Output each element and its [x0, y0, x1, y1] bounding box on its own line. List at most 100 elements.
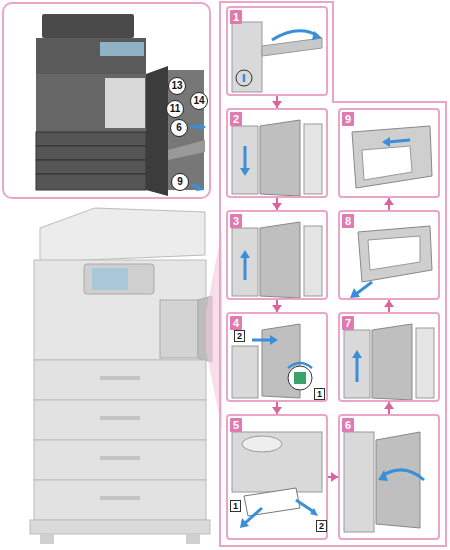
inset-tray — [36, 160, 146, 174]
drawer-handle — [100, 416, 140, 420]
inset-panel — [100, 42, 144, 56]
inset-bypass-tray — [168, 140, 205, 160]
knob-zoom — [288, 366, 312, 390]
steps-frame — [220, 2, 446, 546]
paper-stack — [362, 146, 412, 180]
step-number: 9 — [342, 112, 354, 126]
blue-arrow — [288, 363, 312, 368]
door-panel — [304, 226, 322, 296]
step-panel: 5 — [226, 414, 328, 540]
callout-number: 6 — [176, 123, 182, 133]
blue-arrowhead — [378, 470, 388, 481]
step-panel: 2 — [226, 108, 328, 198]
blue-arrow — [356, 282, 372, 294]
blue-arrow — [388, 140, 410, 142]
step-panel: 3 — [226, 210, 328, 300]
machine-side — [232, 126, 258, 194]
flow-connector — [272, 198, 282, 210]
green-knob — [294, 372, 306, 384]
lever-zoom — [236, 70, 252, 86]
blue-arrow — [356, 356, 359, 382]
step-number: 7 — [342, 316, 354, 330]
machine-side — [344, 330, 370, 398]
flow-connector — [384, 300, 394, 312]
open-door — [372, 324, 412, 400]
inset-tray — [36, 132, 146, 146]
inset-tray — [36, 174, 146, 190]
step-panel: 8 — [338, 210, 440, 300]
inset-right-door — [146, 66, 168, 196]
step-number: 3 — [230, 214, 242, 228]
main-control-panel — [84, 264, 154, 294]
callout-circle: 6 — [170, 119, 188, 137]
blue-arrowhead — [196, 184, 204, 191]
blue-arrowhead — [240, 250, 250, 258]
inset-adf — [42, 14, 134, 38]
blue-arrowhead — [240, 518, 249, 528]
paper-tray — [352, 126, 432, 188]
flow-arrowhead — [272, 203, 282, 210]
step-number: 4 — [230, 316, 242, 330]
flow-connector — [328, 472, 338, 482]
blue-arrow — [244, 146, 247, 170]
open-door — [260, 120, 300, 196]
blue-arrow — [296, 500, 314, 512]
flow-arrowhead — [331, 472, 338, 482]
step-panel: 1 — [226, 6, 328, 96]
flow-connector — [384, 402, 394, 414]
blue-arrowhead — [240, 168, 250, 176]
sub-callout: 1 — [230, 500, 241, 512]
inset-door-interior — [168, 70, 204, 190]
drawer-handle — [100, 496, 140, 500]
flow-connector — [384, 198, 394, 210]
blue-arrowhead — [382, 137, 390, 147]
flow-connector — [272, 300, 282, 312]
step-number: 6 — [342, 418, 354, 432]
callout-number: 13 — [171, 81, 182, 91]
callout-number: 11 — [170, 104, 181, 114]
main-caster — [40, 534, 54, 544]
callout-circle: 11 — [166, 100, 184, 118]
blue-arrowhead — [310, 508, 318, 516]
main-screen — [92, 268, 128, 290]
inset-tray — [36, 146, 146, 160]
flow-arrowhead — [384, 300, 394, 307]
flow-arrowhead — [272, 305, 282, 312]
blue-arrow — [272, 31, 318, 40]
blue-arrow — [244, 256, 247, 280]
blue-arrowhead — [200, 123, 206, 131]
step-number: 5 — [230, 418, 242, 432]
step-number: 2 — [230, 112, 242, 126]
flow-connector — [272, 402, 282, 414]
step-number: 1 — [230, 10, 242, 24]
inset-frame — [3, 3, 210, 198]
open-door — [376, 432, 420, 528]
flow-connector — [272, 96, 282, 108]
step-panel: 6 — [338, 414, 440, 540]
callout-circle: 14 — [190, 92, 208, 110]
blue-arrow — [252, 339, 272, 342]
main-right-door — [160, 300, 198, 358]
inset-scanner — [36, 38, 146, 74]
callout-circle: 13 — [168, 77, 186, 95]
drawer-handle — [100, 456, 140, 460]
paper-sheet — [244, 488, 300, 516]
main-adf — [40, 208, 205, 262]
roller — [242, 436, 282, 452]
callout-circle: 9 — [171, 173, 189, 191]
step-number: 8 — [342, 214, 354, 228]
main-caster — [186, 534, 200, 544]
flow-arrowhead — [272, 407, 282, 414]
blue-arrowhead — [352, 350, 362, 358]
step-panel: 7 — [338, 312, 440, 402]
sub-callout: 2 — [316, 520, 327, 532]
inset-body — [36, 74, 146, 132]
machine-side — [232, 22, 262, 92]
sub-callout: 1 — [314, 388, 325, 400]
blue-arrowhead — [350, 288, 360, 298]
main-body — [34, 260, 206, 360]
main-drawer — [34, 360, 206, 400]
machine-interior — [232, 432, 322, 492]
